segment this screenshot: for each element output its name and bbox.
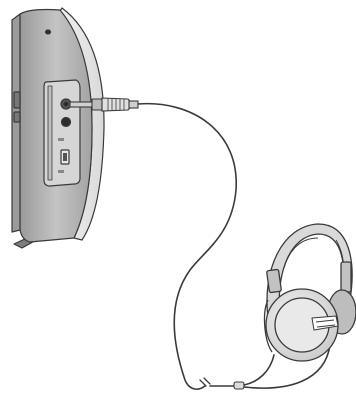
headphones-icon — [265, 224, 356, 361]
back-edge — [12, 14, 20, 232]
headband-slider-right — [341, 262, 351, 292]
side-button — [14, 92, 20, 108]
speaker-unit-icon — [12, 8, 104, 248]
side-button — [14, 112, 20, 122]
headband-slider-left — [267, 269, 282, 292]
plug-collar — [92, 99, 102, 110]
aux-jack — [62, 118, 71, 127]
cable-branch-left — [244, 355, 274, 385]
plug-strain-relief — [129, 101, 138, 108]
plug-tip — [70, 102, 94, 107]
cable-splitter — [234, 382, 244, 389]
cable-main — [138, 104, 236, 389]
top-hole — [46, 30, 51, 34]
